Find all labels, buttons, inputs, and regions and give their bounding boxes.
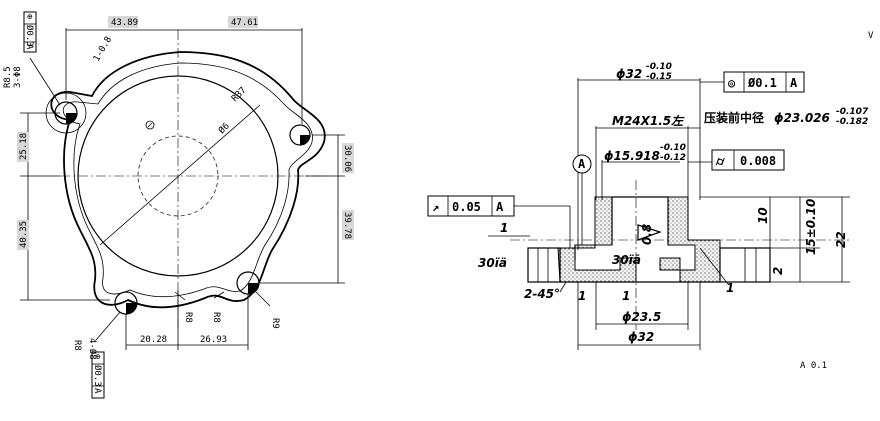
dim-15: 15±0.10	[804, 199, 818, 255]
dim-top-left: 43.89	[111, 18, 138, 28]
bolt-callout-a: 3-Φ8	[13, 66, 23, 88]
section-view: 0.8 ϕ32 -0.10 -0.15 ◎ Ø0.1 A M24X1.5左 压装…	[427, 62, 869, 350]
svg-text:R8: R8	[183, 312, 193, 323]
dim-22: 22	[834, 231, 848, 248]
dim-30-mid: 30ïā	[612, 253, 641, 267]
svg-text:◎: ◎	[728, 76, 736, 90]
datum-a: A	[578, 157, 586, 171]
press-note: 压装前中径	[704, 110, 764, 125]
svg-text:Ø0.3: Ø0.3	[92, 365, 103, 387]
bolt-callout-b: R8.5	[3, 66, 13, 88]
bolt-hole-bottom-left	[114, 291, 138, 315]
dim-right-upper: 30.06	[342, 145, 352, 172]
wall-label: 1-0.8	[92, 35, 114, 63]
svg-text:-0.10: -0.10	[660, 143, 686, 153]
flange-front-view: 43.89 47.61 25.18 40.35 30.06 39.78	[3, 11, 354, 399]
fcf-cylindricity: ⌭ 0.008	[688, 149, 785, 171]
bottom-note: 4-Ø8	[87, 338, 98, 360]
dim-top-right: 47.61	[231, 18, 258, 28]
svg-text:R8: R8	[211, 312, 221, 323]
svg-text:-0.107: -0.107	[836, 107, 869, 117]
dim-10: 10	[756, 207, 770, 224]
dim-30-left: 30ïä	[478, 256, 507, 270]
flange-outline	[50, 51, 326, 309]
dim-bottom-right: 26.93	[200, 335, 227, 345]
svg-text:A: A	[790, 76, 798, 90]
dim-left-upper: 25.18	[19, 133, 29, 160]
fcf-runout: ↗ 0.05 A	[427, 195, 571, 248]
svg-text:A: A	[92, 388, 102, 394]
corner-mark-top: V	[868, 31, 874, 41]
svg-text:R8: R8	[72, 340, 82, 351]
bolt-hole-top-left	[45, 92, 87, 134]
svg-text:⊕: ⊕	[92, 354, 102, 359]
svg-text:A: A	[496, 200, 504, 214]
bolt-hole-bottom-right	[236, 271, 260, 295]
dia-label: Ø6	[216, 121, 231, 136]
dim-1-b: 1	[578, 289, 586, 303]
svg-text:↗: ↗	[432, 200, 439, 214]
svg-text:-0.15: -0.15	[646, 72, 672, 82]
dim-1-c: 1	[622, 289, 630, 303]
corner-mark-bottom: A 0.1	[800, 361, 827, 371]
svg-text:Ø0.3: Ø0.3	[24, 25, 35, 47]
svg-text:0.05: 0.05	[452, 200, 481, 214]
dim-phi15: ϕ15.918	[604, 149, 660, 163]
dim-top-phi32: ϕ32	[616, 67, 642, 81]
press-value: ϕ23.026	[774, 111, 830, 125]
flange-inner-outline	[62, 62, 313, 298]
dim-1-right: 1	[726, 281, 734, 295]
svg-text:0.008: 0.008	[740, 154, 776, 168]
bolt-hole-right	[289, 124, 311, 146]
dim-left-lower: 40.35	[19, 221, 29, 248]
roughness-mark: 0.8	[640, 224, 654, 245]
svg-text:-0.182: -0.182	[836, 117, 868, 127]
svg-text:⌭: ⌭	[715, 154, 725, 168]
fcf-bottom-left: ⊕ Ø0.3 A	[91, 351, 105, 399]
dim-chamfer: 2-45°	[524, 287, 560, 301]
dim-phi32: ϕ32	[628, 330, 654, 344]
svg-text:-0.10: -0.10	[646, 62, 672, 72]
dim-right-lower: 39.78	[342, 212, 352, 239]
svg-text:A: A	[24, 44, 34, 50]
svg-text:R9: R9	[270, 318, 280, 329]
svg-text:⊕: ⊕	[24, 14, 34, 19]
dim-bottom-left: 20.28	[140, 335, 167, 345]
svg-text:-0.12: -0.12	[660, 153, 686, 163]
thread-label: M24X1.5左	[612, 114, 685, 128]
dim-1-left: 1	[500, 221, 508, 235]
radius-label: R37	[230, 86, 249, 105]
fcf-concentricity: ◎ Ø0.1 A	[700, 71, 805, 93]
dim-phi23: ϕ23.5	[622, 310, 661, 324]
svg-text:Ø0.1: Ø0.1	[747, 76, 777, 90]
dim-2: 2	[771, 267, 785, 275]
fcf-top-left: ⊕ Ø0.3 A	[23, 11, 37, 53]
